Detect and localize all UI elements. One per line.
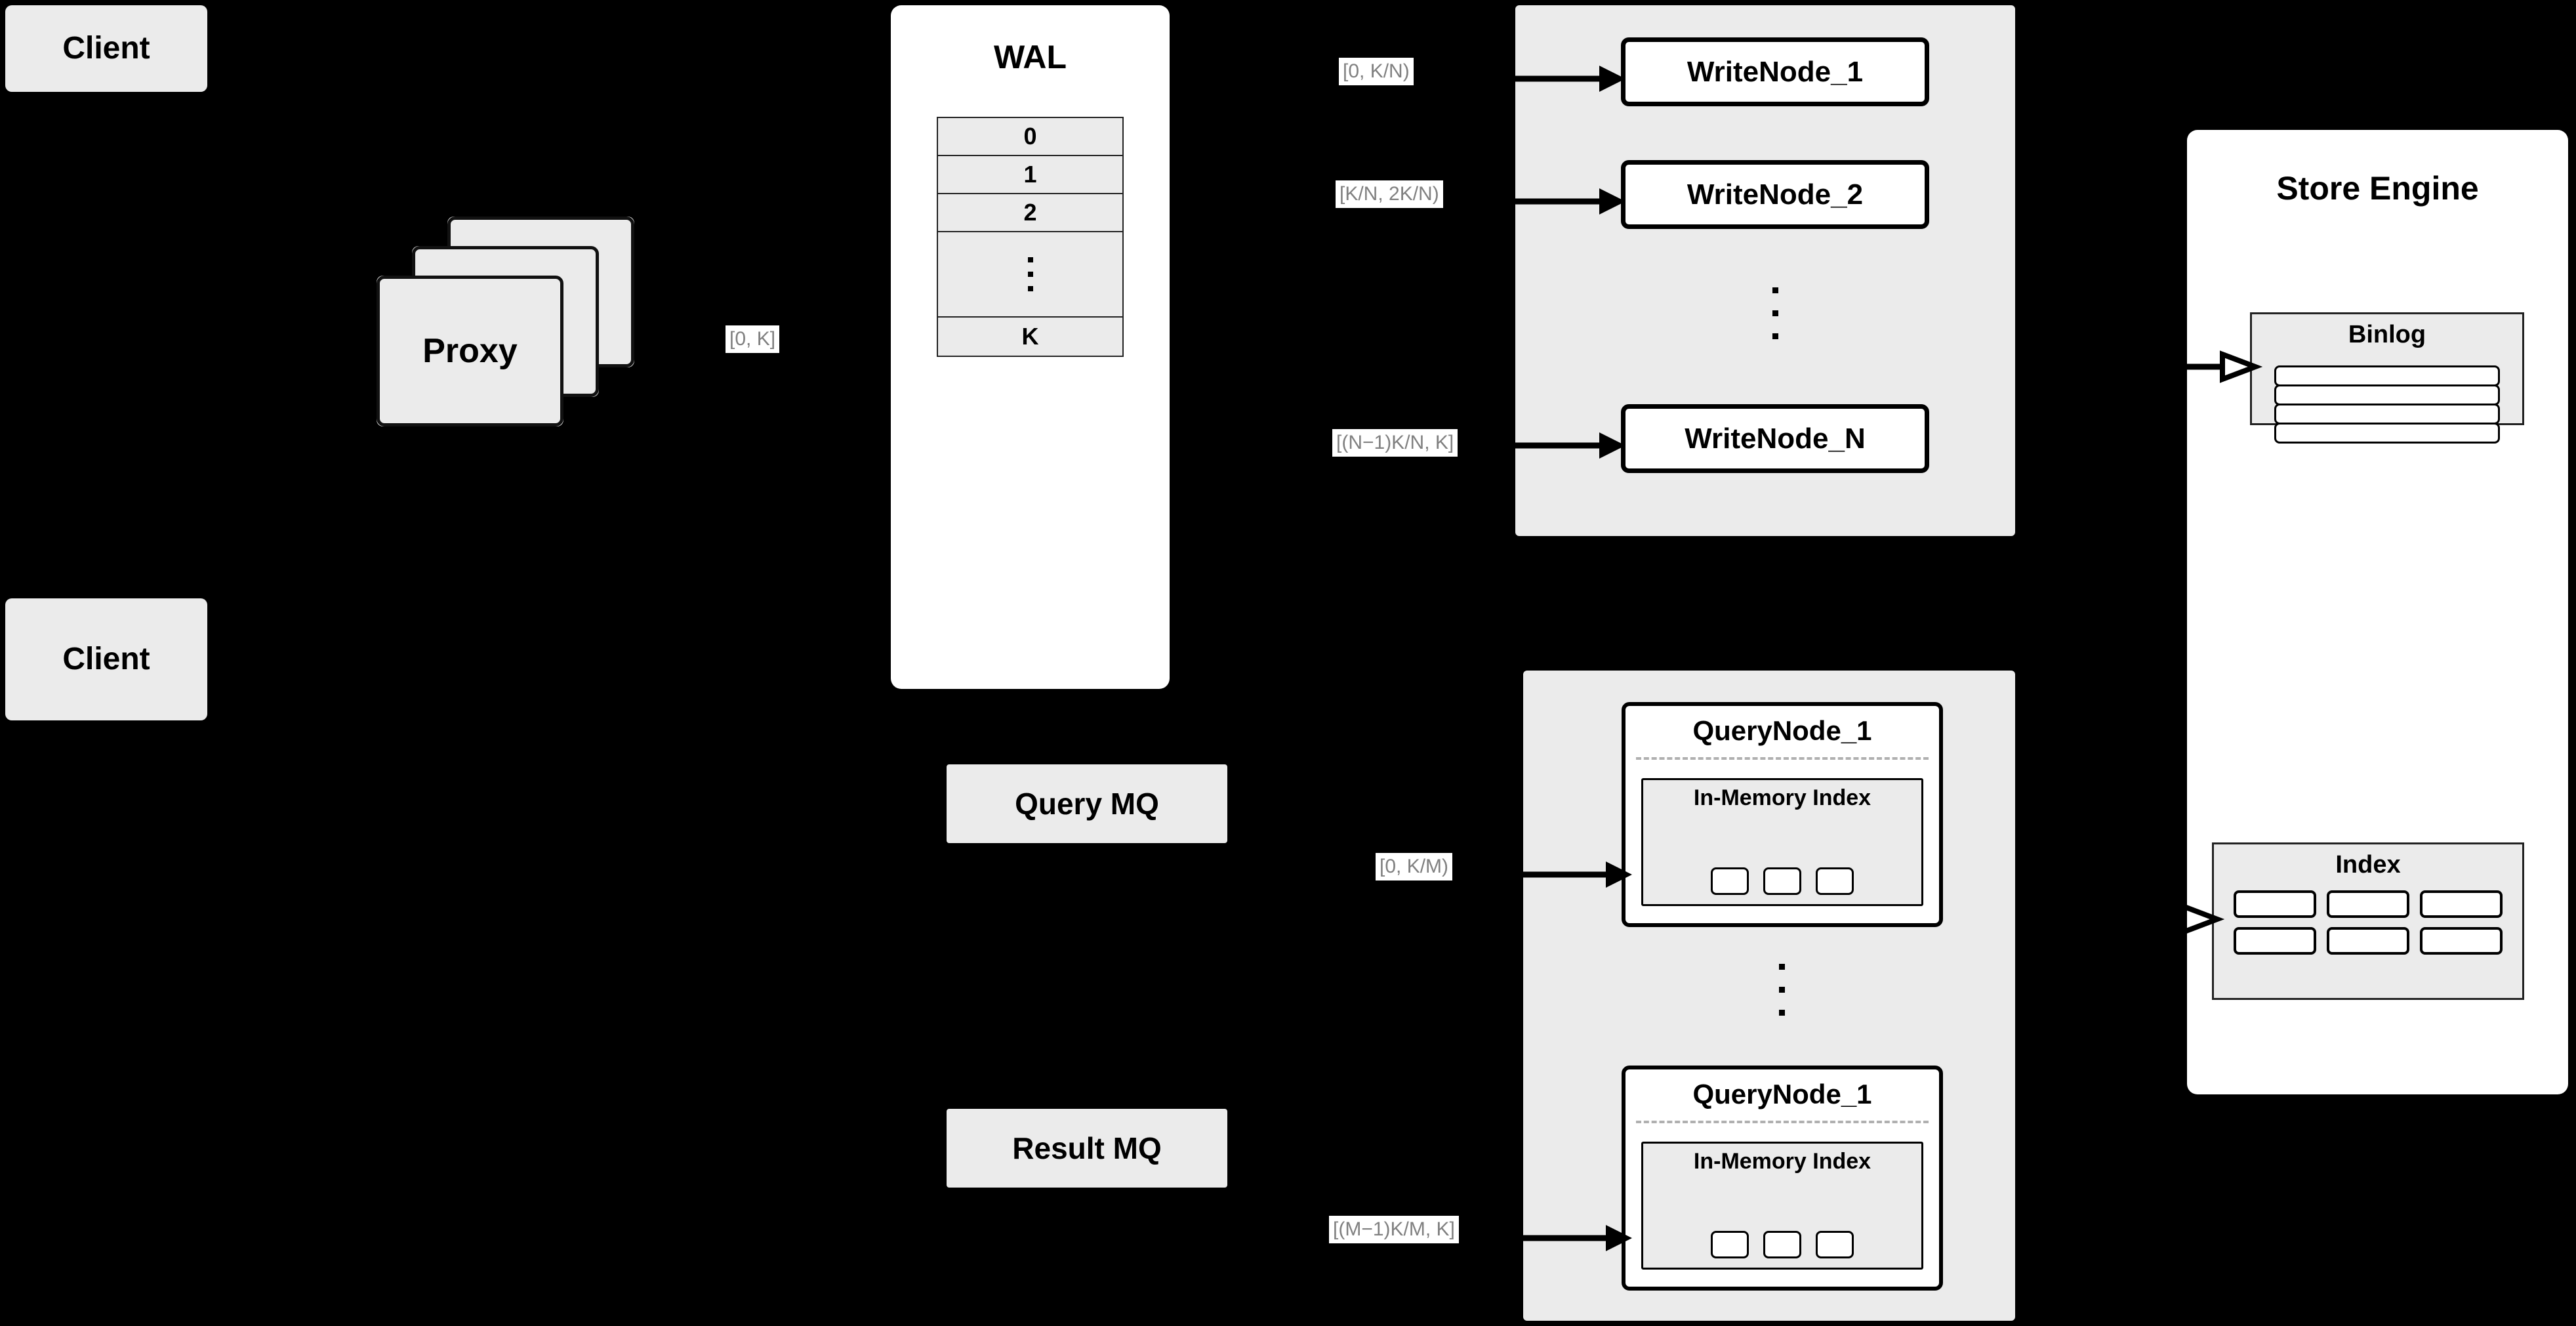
index-chip [2420, 927, 2503, 955]
index-chip [1816, 867, 1854, 895]
index-chips [2234, 890, 2503, 955]
binlog-segment [2274, 365, 2500, 386]
query-cluster-ellipsis [1779, 964, 1785, 1016]
index-panel[interactable]: Index [2212, 842, 2524, 1000]
wal-row: K [938, 318, 1122, 356]
write-node-n[interactable]: WriteNode_N [1621, 404, 1929, 473]
index-chip [1711, 1231, 1749, 1258]
ellipsis-dot [1772, 333, 1778, 339]
binlog-segments [2274, 365, 2500, 444]
query-node-2-title: QueryNode_1 [1692, 1079, 1872, 1109]
proxy-label: Proxy [422, 332, 518, 370]
binlog-title: Binlog [2348, 321, 2426, 348]
store-engine-title: Store Engine [2276, 170, 2479, 207]
query-node-2[interactable]: QueryNode_1 In-Memory Index [1622, 1066, 1943, 1291]
index-chip [1816, 1231, 1854, 1258]
write-node-1-label: WriteNode_1 [1687, 55, 1864, 88]
query-node-cluster: QueryNode_1 In-Memory Index QueryNode_1 … [1523, 671, 2015, 1321]
write-node-1[interactable]: WriteNode_1 [1621, 37, 1929, 106]
in-memory-index-1-title: In-Memory Index [1693, 785, 1871, 810]
range-label-write-node-n: [(N−1)K/N, K] [1332, 429, 1458, 457]
write-node-2[interactable]: WriteNode_2 [1621, 160, 1929, 229]
wal-title: WAL [993, 39, 1067, 75]
arrow-to-write-node-2 [1509, 185, 1627, 218]
index-chip [2420, 890, 2503, 918]
result-mq-label: Result MQ [1012, 1131, 1162, 1165]
index-chip [2327, 927, 2409, 955]
ellipsis-dot [1772, 310, 1778, 316]
in-memory-index-2: In-Memory Index [1641, 1142, 1923, 1270]
proxy-outline-front [377, 276, 563, 426]
write-node-n-label: WriteNode_N [1685, 422, 1866, 455]
arrow-to-query-node-1 [1515, 858, 1633, 891]
write-cluster-ellipsis [1772, 287, 1778, 339]
index-chip [2234, 927, 2316, 955]
range-label-write-node-2: [K/N, 2K/N) [1336, 180, 1443, 208]
ellipsis-dot [1027, 272, 1033, 277]
binlog-segment [2274, 423, 2500, 444]
wal-row: 2 [938, 194, 1122, 232]
in-memory-index-2-title: In-Memory Index [1693, 1149, 1871, 1174]
query-mq-box[interactable]: Query MQ [947, 764, 1227, 843]
wal-cell-value: 0 [1023, 123, 1037, 150]
ellipsis-dot [1779, 1010, 1785, 1016]
binlog-segment [2274, 384, 2500, 405]
write-node-2-label: WriteNode_2 [1687, 178, 1864, 211]
client-box-1[interactable]: Client [5, 5, 207, 92]
range-label-proxy-to-wal: [0, K] [726, 325, 780, 353]
arrow-to-write-node-1 [1509, 62, 1627, 95]
index-chip [2327, 890, 2409, 918]
in-memory-index-1-chips [1643, 867, 1921, 895]
range-label-write-node-1: [0, K/N) [1339, 58, 1414, 85]
query-node-2-divider [1636, 1121, 1929, 1123]
ellipsis-dot [1772, 287, 1778, 293]
index-chip [1763, 1231, 1801, 1258]
ellipsis-dot [1027, 257, 1033, 262]
wal-row: 0 [938, 118, 1122, 156]
wal-container[interactable]: WAL 0 1 2 K [891, 5, 1170, 689]
client-box-2[interactable]: Client [5, 598, 207, 720]
ellipsis-dot [1027, 286, 1033, 291]
hollow-arrow-right-icon-binlog [2187, 350, 2263, 383]
client-label-1: Client [62, 30, 150, 66]
index-chip [1763, 867, 1801, 895]
wal-row: 1 [938, 156, 1122, 194]
arrow-to-write-node-n [1509, 429, 1627, 462]
proxy-sheet-front [377, 276, 563, 426]
query-node-1[interactable]: QueryNode_1 In-Memory Index [1622, 702, 1943, 927]
ellipsis-dot [1779, 987, 1785, 993]
wal-cell-value: 1 [1023, 161, 1037, 188]
binlog-segment [2274, 404, 2500, 425]
index-title: Index [2335, 851, 2401, 879]
index-chip [1711, 867, 1749, 895]
in-memory-index-1: In-Memory Index [1641, 778, 1923, 906]
wal-cell-value: 2 [1023, 199, 1037, 226]
store-engine-container[interactable]: Store Engine Binlog Index [2149, 130, 2568, 1094]
range-label-query-node-1: [0, K/M) [1376, 853, 1453, 881]
result-mq-box[interactable]: Result MQ [947, 1109, 1227, 1188]
query-mq-label: Query MQ [1015, 787, 1159, 821]
hollow-arrow-right-icon-index [2149, 903, 2225, 936]
wal-table: 0 1 2 K [937, 117, 1124, 357]
query-node-1-title: QueryNode_1 [1692, 715, 1872, 746]
proxy-stack[interactable]: Proxy [377, 217, 678, 446]
client-label-2: Client [62, 641, 150, 676]
binlog-panel[interactable]: Binlog [2250, 312, 2524, 444]
query-node-1-divider [1636, 757, 1929, 760]
wal-row-ellipsis [938, 232, 1122, 318]
range-label-query-node-2: [(M−1)K/M, K] [1329, 1216, 1459, 1243]
index-chip [2234, 890, 2316, 918]
arrow-to-query-node-2 [1515, 1222, 1633, 1254]
ellipsis-dot [1779, 964, 1785, 970]
wal-cell-value: K [1021, 323, 1039, 350]
in-memory-index-2-chips [1643, 1231, 1921, 1258]
